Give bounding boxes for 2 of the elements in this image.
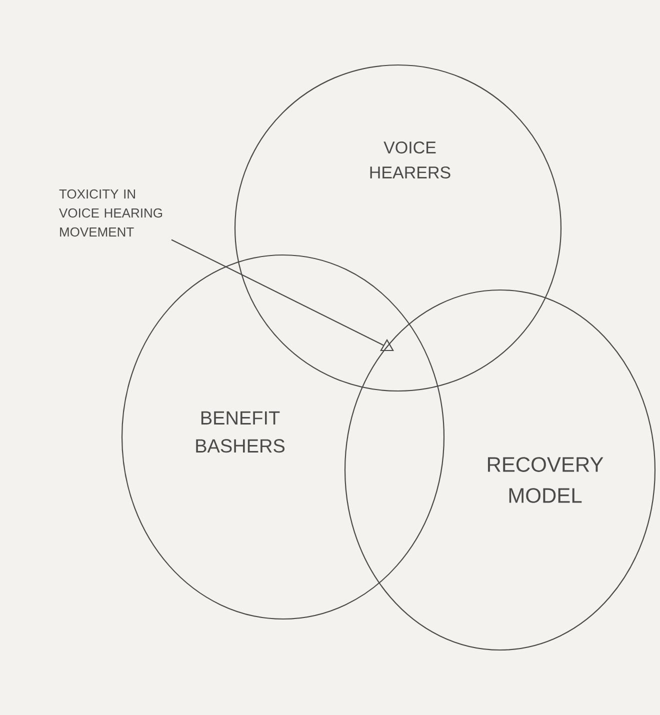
leader-line xyxy=(171,239,384,346)
annotation-text: TOXICITY IN VOICE HEARING MOVEMENT xyxy=(59,189,162,237)
